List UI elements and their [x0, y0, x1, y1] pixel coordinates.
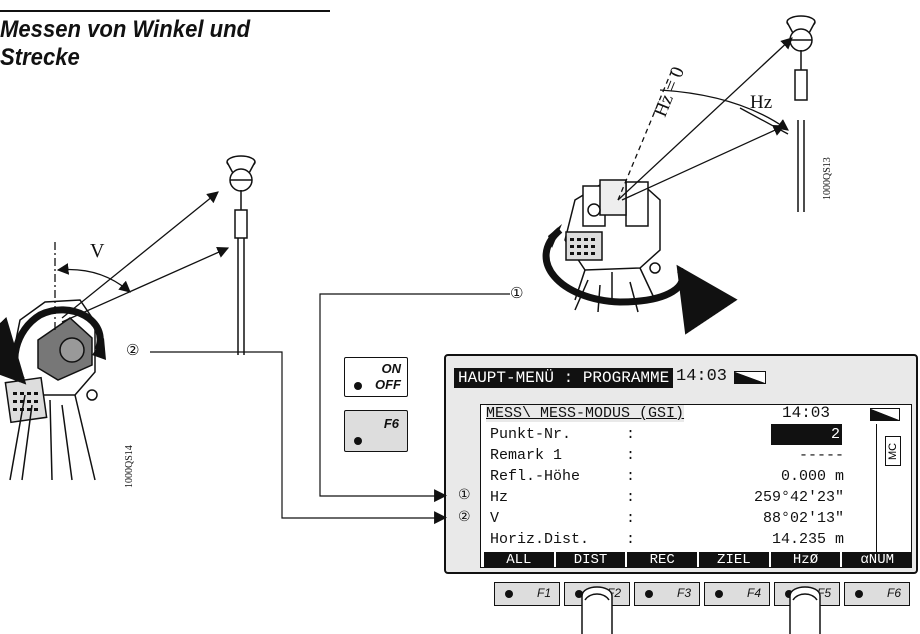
function-key-f4[interactable]: F4 [704, 582, 770, 606]
measure-screen-title: MESS\ MESS-MODUS (GSI) [486, 405, 685, 422]
function-key-label: F1 [536, 586, 551, 600]
field-value: 259°42'23" [753, 489, 844, 506]
prism-pole-right [786, 15, 816, 212]
horizontal-angle-label: Hz [750, 92, 773, 113]
pointer-arrow-icon: ▶ [434, 485, 448, 505]
page-heading: Messen von Winkel und Strecke [0, 16, 251, 71]
rotation-arrow-left [0, 306, 104, 385]
f6-key[interactable]: F6 [344, 410, 408, 452]
field-label: Horiz.Dist. [490, 531, 590, 548]
function-key-label: F3 [676, 586, 691, 600]
finger-icon [581, 586, 613, 634]
key-dot [575, 590, 583, 598]
theodolite-right [564, 179, 661, 313]
field-value: 88°02'13" [762, 510, 844, 527]
field-separator: : [626, 489, 636, 506]
key-dot [505, 590, 513, 598]
heading-rule [0, 10, 330, 12]
sight-lines-left [54, 191, 230, 330]
key-dot [715, 590, 723, 598]
field-value[interactable]: 2 [770, 424, 842, 445]
field-row-remark: Remark 1 : ----- [490, 445, 850, 466]
softkey-ziel[interactable]: ZIEL [699, 552, 769, 568]
field-label: Remark 1 [490, 447, 563, 464]
field-separator: : [626, 510, 636, 527]
step-marker-2: ② [126, 341, 140, 359]
key-dot [645, 590, 653, 598]
key-dot [354, 382, 362, 390]
prism-pole-left [226, 155, 256, 355]
field-value: ----- [798, 447, 844, 464]
function-key-f3[interactable]: F3 [634, 582, 700, 606]
field-separator: : [626, 426, 636, 443]
pointer-arrow-icon: ▶ [434, 507, 448, 527]
field-row-point: Punkt-Nr. : 2 [490, 424, 850, 445]
off-label: OFF [375, 377, 401, 392]
key-dot [354, 437, 362, 445]
step-marker-1: ① [510, 284, 524, 302]
measure-screen-time: 14:03 [782, 404, 831, 422]
softkey-bar: ALL DIST REC ZIEL HzØ αNUM [484, 552, 913, 568]
key-dot [785, 590, 793, 598]
field-label: Punkt-Nr. [490, 426, 572, 443]
softkey-rec[interactable]: REC [627, 552, 698, 568]
key-dot [855, 590, 863, 598]
field-label: Refl.-Höhe [490, 468, 581, 485]
function-key-f6[interactable]: F6 [844, 582, 910, 606]
function-key-f1[interactable]: F1 [494, 582, 560, 606]
field-row-hz: Hz : 259°42'23" [490, 487, 850, 508]
f6-label: F6 [383, 416, 399, 431]
field-value: 0.000 m [780, 468, 844, 485]
row-marker-1: ① [458, 487, 471, 503]
on-label: ON [381, 361, 402, 376]
finger-icon [789, 586, 821, 634]
sight-lines-right [617, 37, 793, 201]
vertical-angle-label: V [90, 240, 105, 262]
on-off-key[interactable]: ON OFF [344, 357, 408, 397]
softkey-hz-zero[interactable]: HzØ [770, 552, 841, 568]
function-key-label: F6 [886, 586, 901, 600]
field-row-horiz-dist: Horiz.Dist. : 14.235 m [490, 529, 850, 550]
field-label: Hz [490, 489, 509, 506]
main-menu-title: HAUPT-MENÜ : PROGRAMME [454, 368, 674, 388]
screen-divider [876, 424, 877, 552]
battery-icon [870, 408, 900, 421]
field-row-v: V : 88°02'13" [490, 508, 850, 529]
softkey-alpha-num[interactable]: αNUM [842, 552, 913, 568]
connector-lines [150, 293, 510, 519]
softkey-dist[interactable]: DIST [555, 552, 626, 568]
field-separator: : [626, 468, 636, 485]
field-value: 14.235 m [771, 531, 844, 548]
battery-icon [734, 371, 766, 384]
field-label: V [490, 510, 500, 527]
function-key-label: F4 [746, 586, 761, 600]
row-marker-2: ② [458, 509, 471, 525]
softkey-all[interactable]: ALL [484, 552, 554, 568]
rotation-arrow-right [542, 227, 738, 335]
field-row-refl-height: Refl.-Höhe : 0.000 m [490, 466, 850, 487]
field-separator: : [626, 447, 636, 464]
main-menu-time: 14:03 [676, 367, 728, 386]
field-separator: : [626, 531, 636, 548]
